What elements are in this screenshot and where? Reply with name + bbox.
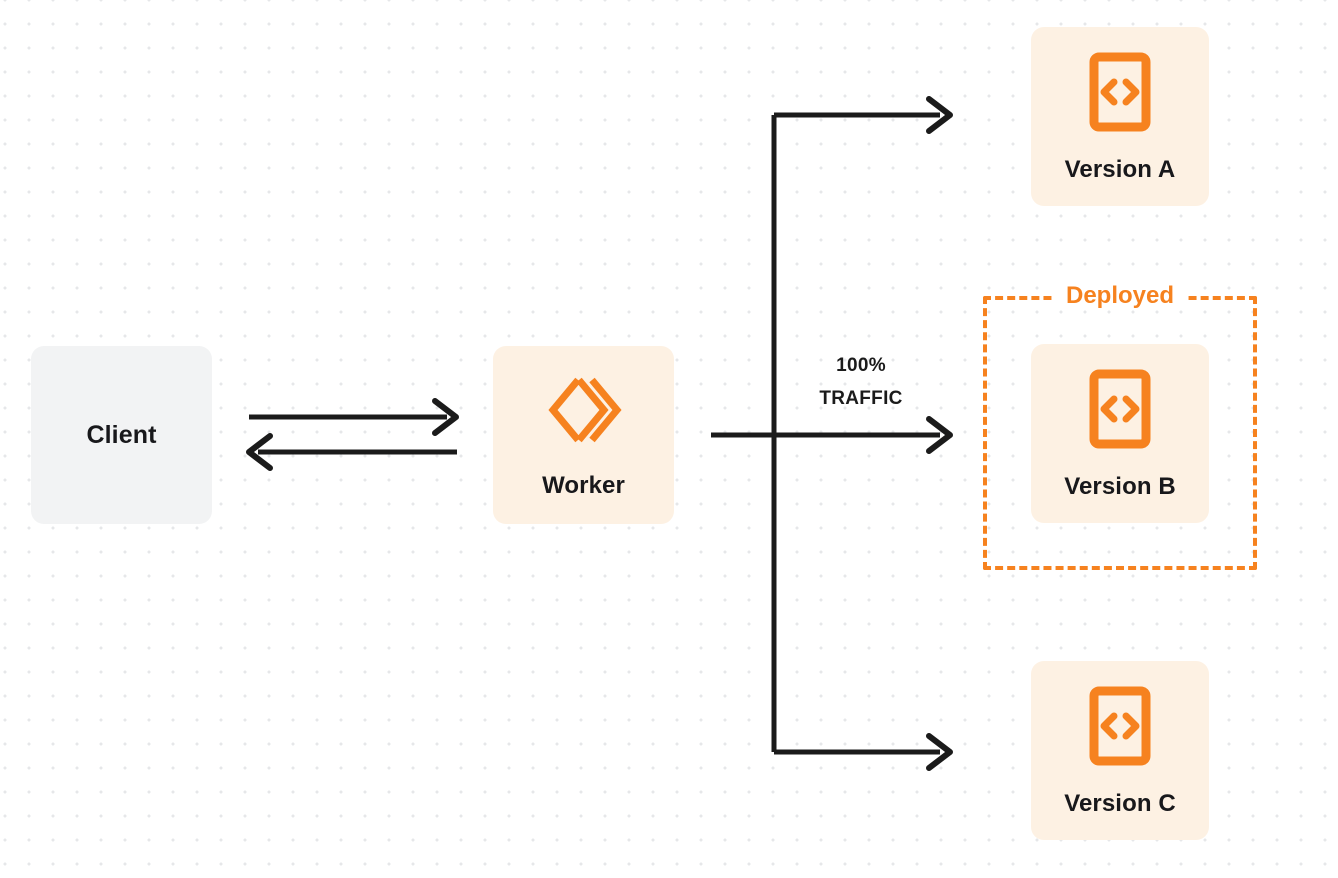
arrow-worker-to-client xyxy=(246,433,457,471)
arrowhead-to-version-c xyxy=(926,733,953,771)
arrow-worker-to-versions-trunk xyxy=(711,112,940,755)
worker-node-label: Worker xyxy=(542,472,625,499)
worker-node[interactable]: Worker xyxy=(493,346,674,524)
code-file-icon xyxy=(1089,369,1151,449)
traffic-percentage-label: 100% TRAFFIC xyxy=(792,349,930,415)
arrow-client-to-worker xyxy=(249,398,459,436)
code-file-icon xyxy=(1089,52,1151,132)
client-node[interactable]: Client xyxy=(31,346,212,524)
deployed-group-label: Deployed xyxy=(1054,284,1186,308)
client-node-label: Client xyxy=(86,420,157,449)
version-c-node-label: Version C xyxy=(1064,789,1176,817)
traffic-percent-caption: TRAFFIC xyxy=(819,388,903,409)
version-b-node-label: Version B xyxy=(1064,472,1176,500)
version-a-node[interactable]: Version A xyxy=(1031,27,1209,206)
version-a-node-label: Version A xyxy=(1064,155,1176,183)
deployed-group-boundary: Deployed xyxy=(983,284,1257,570)
code-file-icon xyxy=(1089,686,1151,766)
traffic-percent-value: 100% xyxy=(836,355,886,376)
cloudflare-workers-logo-icon xyxy=(546,372,622,448)
version-c-node[interactable]: Version C xyxy=(1031,661,1209,840)
arrowhead-to-version-a xyxy=(926,96,953,134)
version-b-node[interactable]: Version B xyxy=(1031,344,1209,523)
arrowhead-to-version-b xyxy=(926,416,953,454)
